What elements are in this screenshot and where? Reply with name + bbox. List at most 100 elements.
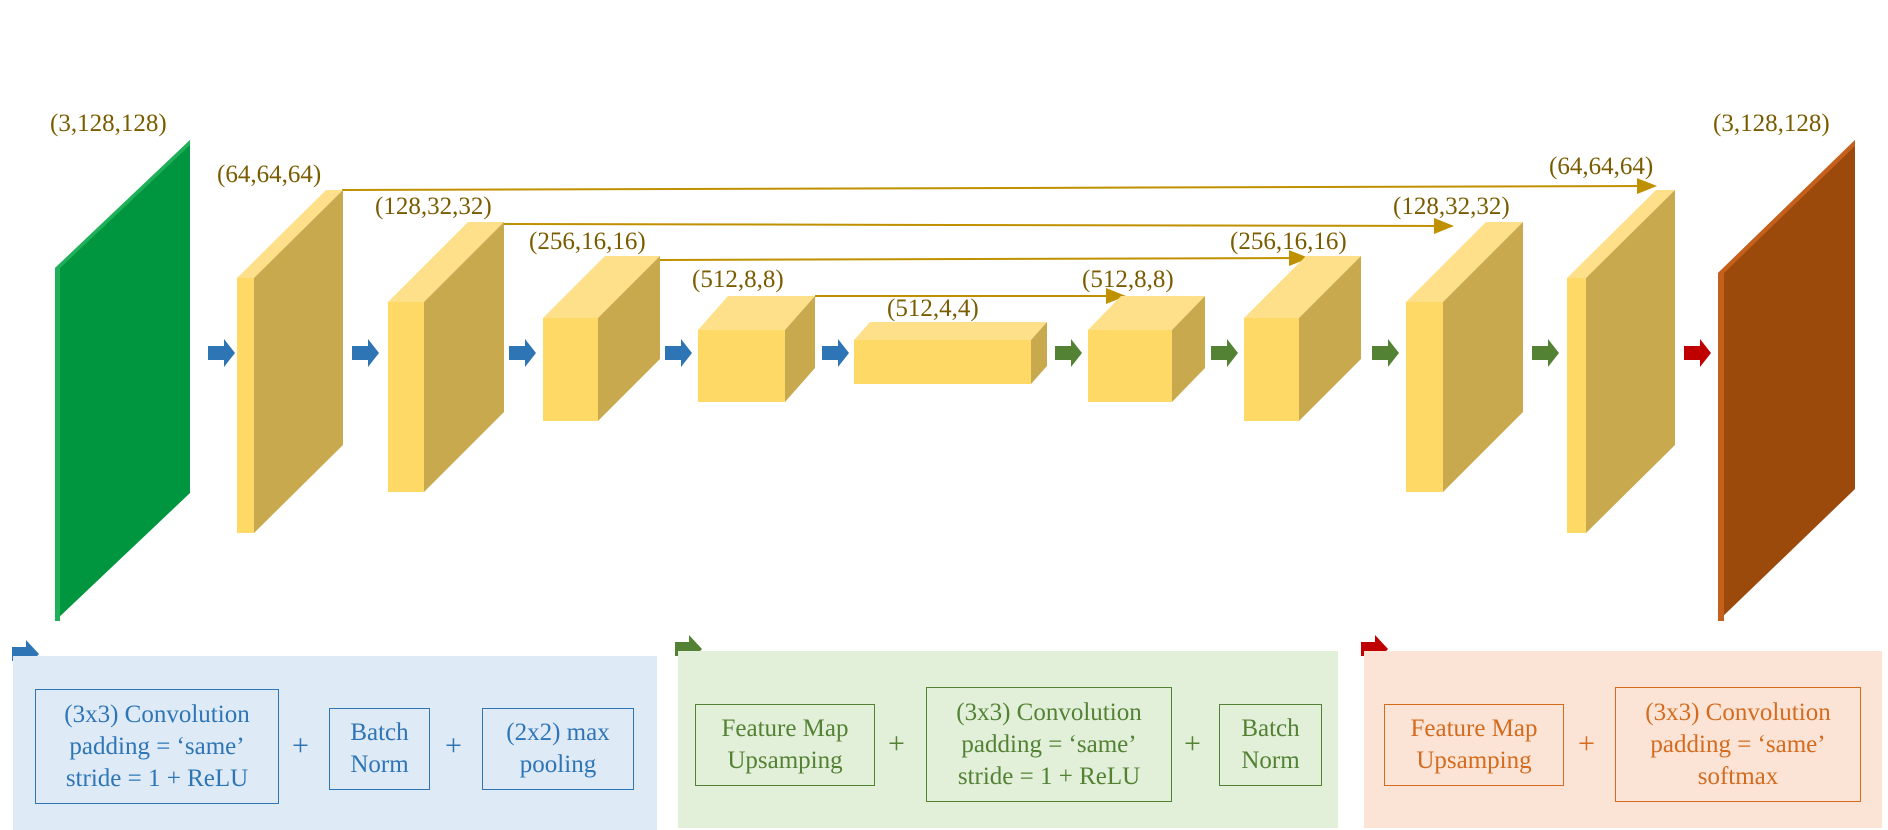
block-dec-64-front — [1567, 278, 1586, 533]
arrow-up-icon — [1211, 339, 1238, 367]
skip-connection-64 — [341, 178, 1657, 195]
arrow-down-icon — [352, 339, 379, 367]
box-line: Upsamping — [727, 747, 843, 774]
block-enc-128 — [388, 222, 504, 492]
block-bottleneck — [854, 322, 1047, 384]
block-dec-64-side — [1586, 190, 1675, 533]
arrow-down-icon — [665, 339, 692, 367]
block-bottleneck-top — [854, 322, 1047, 340]
legend-upsampling: Feature Map Upsamping + (3x3) Convolutio… — [678, 651, 1338, 828]
layer-labels: (3,128,128) (64,64,64) (128,32,32) (256,… — [50, 110, 1830, 322]
box-line: Upsamping — [1416, 747, 1532, 774]
box-line: Batch — [350, 719, 409, 746]
block-dec-128-top — [1406, 222, 1523, 302]
block-enc-512 — [698, 296, 815, 402]
layer-label: (3,128,128) — [50, 110, 167, 137]
block-bottleneck-front — [854, 340, 1031, 384]
upsampling-box: Feature Map Upsamping — [695, 704, 875, 786]
output-layer-edge-left — [1718, 273, 1724, 621]
batch-norm-box: Batch Norm — [329, 708, 430, 790]
max-pooling-box: (2x2) max pooling — [482, 708, 634, 790]
box-line: stride = 1 + ReLU — [65, 764, 249, 792]
output-layer-face — [1718, 140, 1855, 621]
block-dec-256-top — [1244, 256, 1361, 318]
layer-label: (3,128,128) — [1713, 110, 1830, 137]
arrow-up-icon — [1372, 339, 1399, 367]
layer-label: (128,32,32) — [1393, 193, 1510, 220]
block-dec-64 — [1567, 190, 1675, 533]
block-enc-512-top — [698, 296, 815, 330]
block-enc-128-top — [388, 222, 504, 302]
layer-label: (512,8,8) — [1082, 266, 1174, 293]
plus-sign: + — [888, 727, 905, 760]
block-enc-256-top — [543, 256, 660, 318]
arrow-down-icon — [822, 339, 849, 367]
block-dec-128-side — [1443, 222, 1523, 492]
input-layer-edge — [55, 140, 190, 268]
box-line: Norm — [350, 751, 409, 778]
box-line: (3x3) Convolution — [956, 698, 1142, 726]
flow-arrows — [208, 339, 1711, 367]
block-enc-512-front — [698, 330, 785, 402]
legend-output: Feature Map Upsamping + (3x3) Convolutio… — [1364, 651, 1882, 828]
output-layer-edge — [1718, 140, 1855, 273]
plus-sign: + — [1184, 727, 1201, 760]
layer-label: (256,16,16) — [529, 228, 646, 255]
box-line: (3x3) Convolution — [1645, 698, 1831, 726]
arrow-out-icon — [1684, 339, 1711, 367]
box-line: (3x3) Convolution — [64, 700, 250, 728]
layer-label: (256,16,16) — [1230, 228, 1347, 255]
input-layer — [55, 140, 190, 621]
block-enc-64 — [237, 190, 343, 533]
block-enc-256-side — [598, 256, 660, 421]
input-layer-edge-left — [55, 268, 60, 621]
block-dec-512 — [1088, 296, 1205, 402]
block-dec-256 — [1244, 256, 1361, 421]
conv-relu-box: (3x3) Convolution padding = ‘same’ strid… — [35, 689, 279, 804]
block-enc-64-side — [254, 190, 343, 533]
arrow-up-icon — [1532, 339, 1559, 367]
block-bottleneck-side — [1031, 322, 1047, 384]
layer-label: (64,64,64) — [217, 161, 321, 188]
box-line: padding = ‘same’ — [1650, 730, 1826, 758]
plus-sign: + — [445, 729, 462, 762]
arrow-down-icon — [509, 339, 536, 367]
legend-downsampling: (3x3) Convolution padding = ‘same’ strid… — [13, 656, 657, 830]
block-enc-64-front — [237, 278, 254, 533]
block-dec-256-front — [1244, 318, 1299, 421]
block-dec-512-front — [1088, 330, 1172, 402]
skip-connections — [341, 178, 1657, 304]
box-line: padding = ‘same’ — [961, 730, 1137, 758]
conv-relu-box: (3x3) Convolution padding = ‘same’ strid… — [926, 687, 1172, 802]
layer-label: (64,64,64) — [1549, 153, 1653, 180]
block-enc-512-side — [785, 296, 815, 402]
layer-label: (512,4,4) — [887, 295, 979, 322]
plus-sign: + — [1578, 727, 1595, 760]
block-dec-128 — [1406, 222, 1523, 492]
arrow-up-icon — [1055, 339, 1082, 367]
box-line: Norm — [1241, 747, 1300, 774]
upsampling-box: Feature Map Upsamping — [1384, 704, 1564, 786]
batch-norm-box: Batch Norm — [1219, 704, 1322, 786]
plus-sign: + — [292, 729, 309, 762]
box-line: (2x2) max — [506, 719, 610, 746]
block-dec-512-top — [1088, 296, 1205, 330]
block-dec-512-side — [1172, 296, 1205, 402]
arrow-down-icon — [208, 339, 235, 367]
block-enc-256-front — [543, 318, 598, 421]
block-enc-256 — [543, 256, 660, 421]
box-line: softmax — [1697, 762, 1779, 790]
box-line: stride = 1 + ReLU — [957, 762, 1141, 790]
layer-label: (128,32,32) — [375, 193, 492, 220]
box-line: Batch — [1241, 715, 1300, 742]
box-line: Feature Map — [721, 715, 849, 742]
skip-connection-128 — [501, 217, 1454, 234]
conv-softmax-box: (3x3) Convolution padding = ‘same’ softm… — [1615, 687, 1861, 802]
block-dec-256-side — [1299, 256, 1361, 421]
output-layer — [1718, 140, 1855, 621]
block-enc-128-side — [424, 222, 504, 492]
box-line: pooling — [519, 751, 597, 778]
box-line: padding = ‘same’ — [69, 732, 245, 760]
skip-connection-256 — [659, 250, 1309, 267]
